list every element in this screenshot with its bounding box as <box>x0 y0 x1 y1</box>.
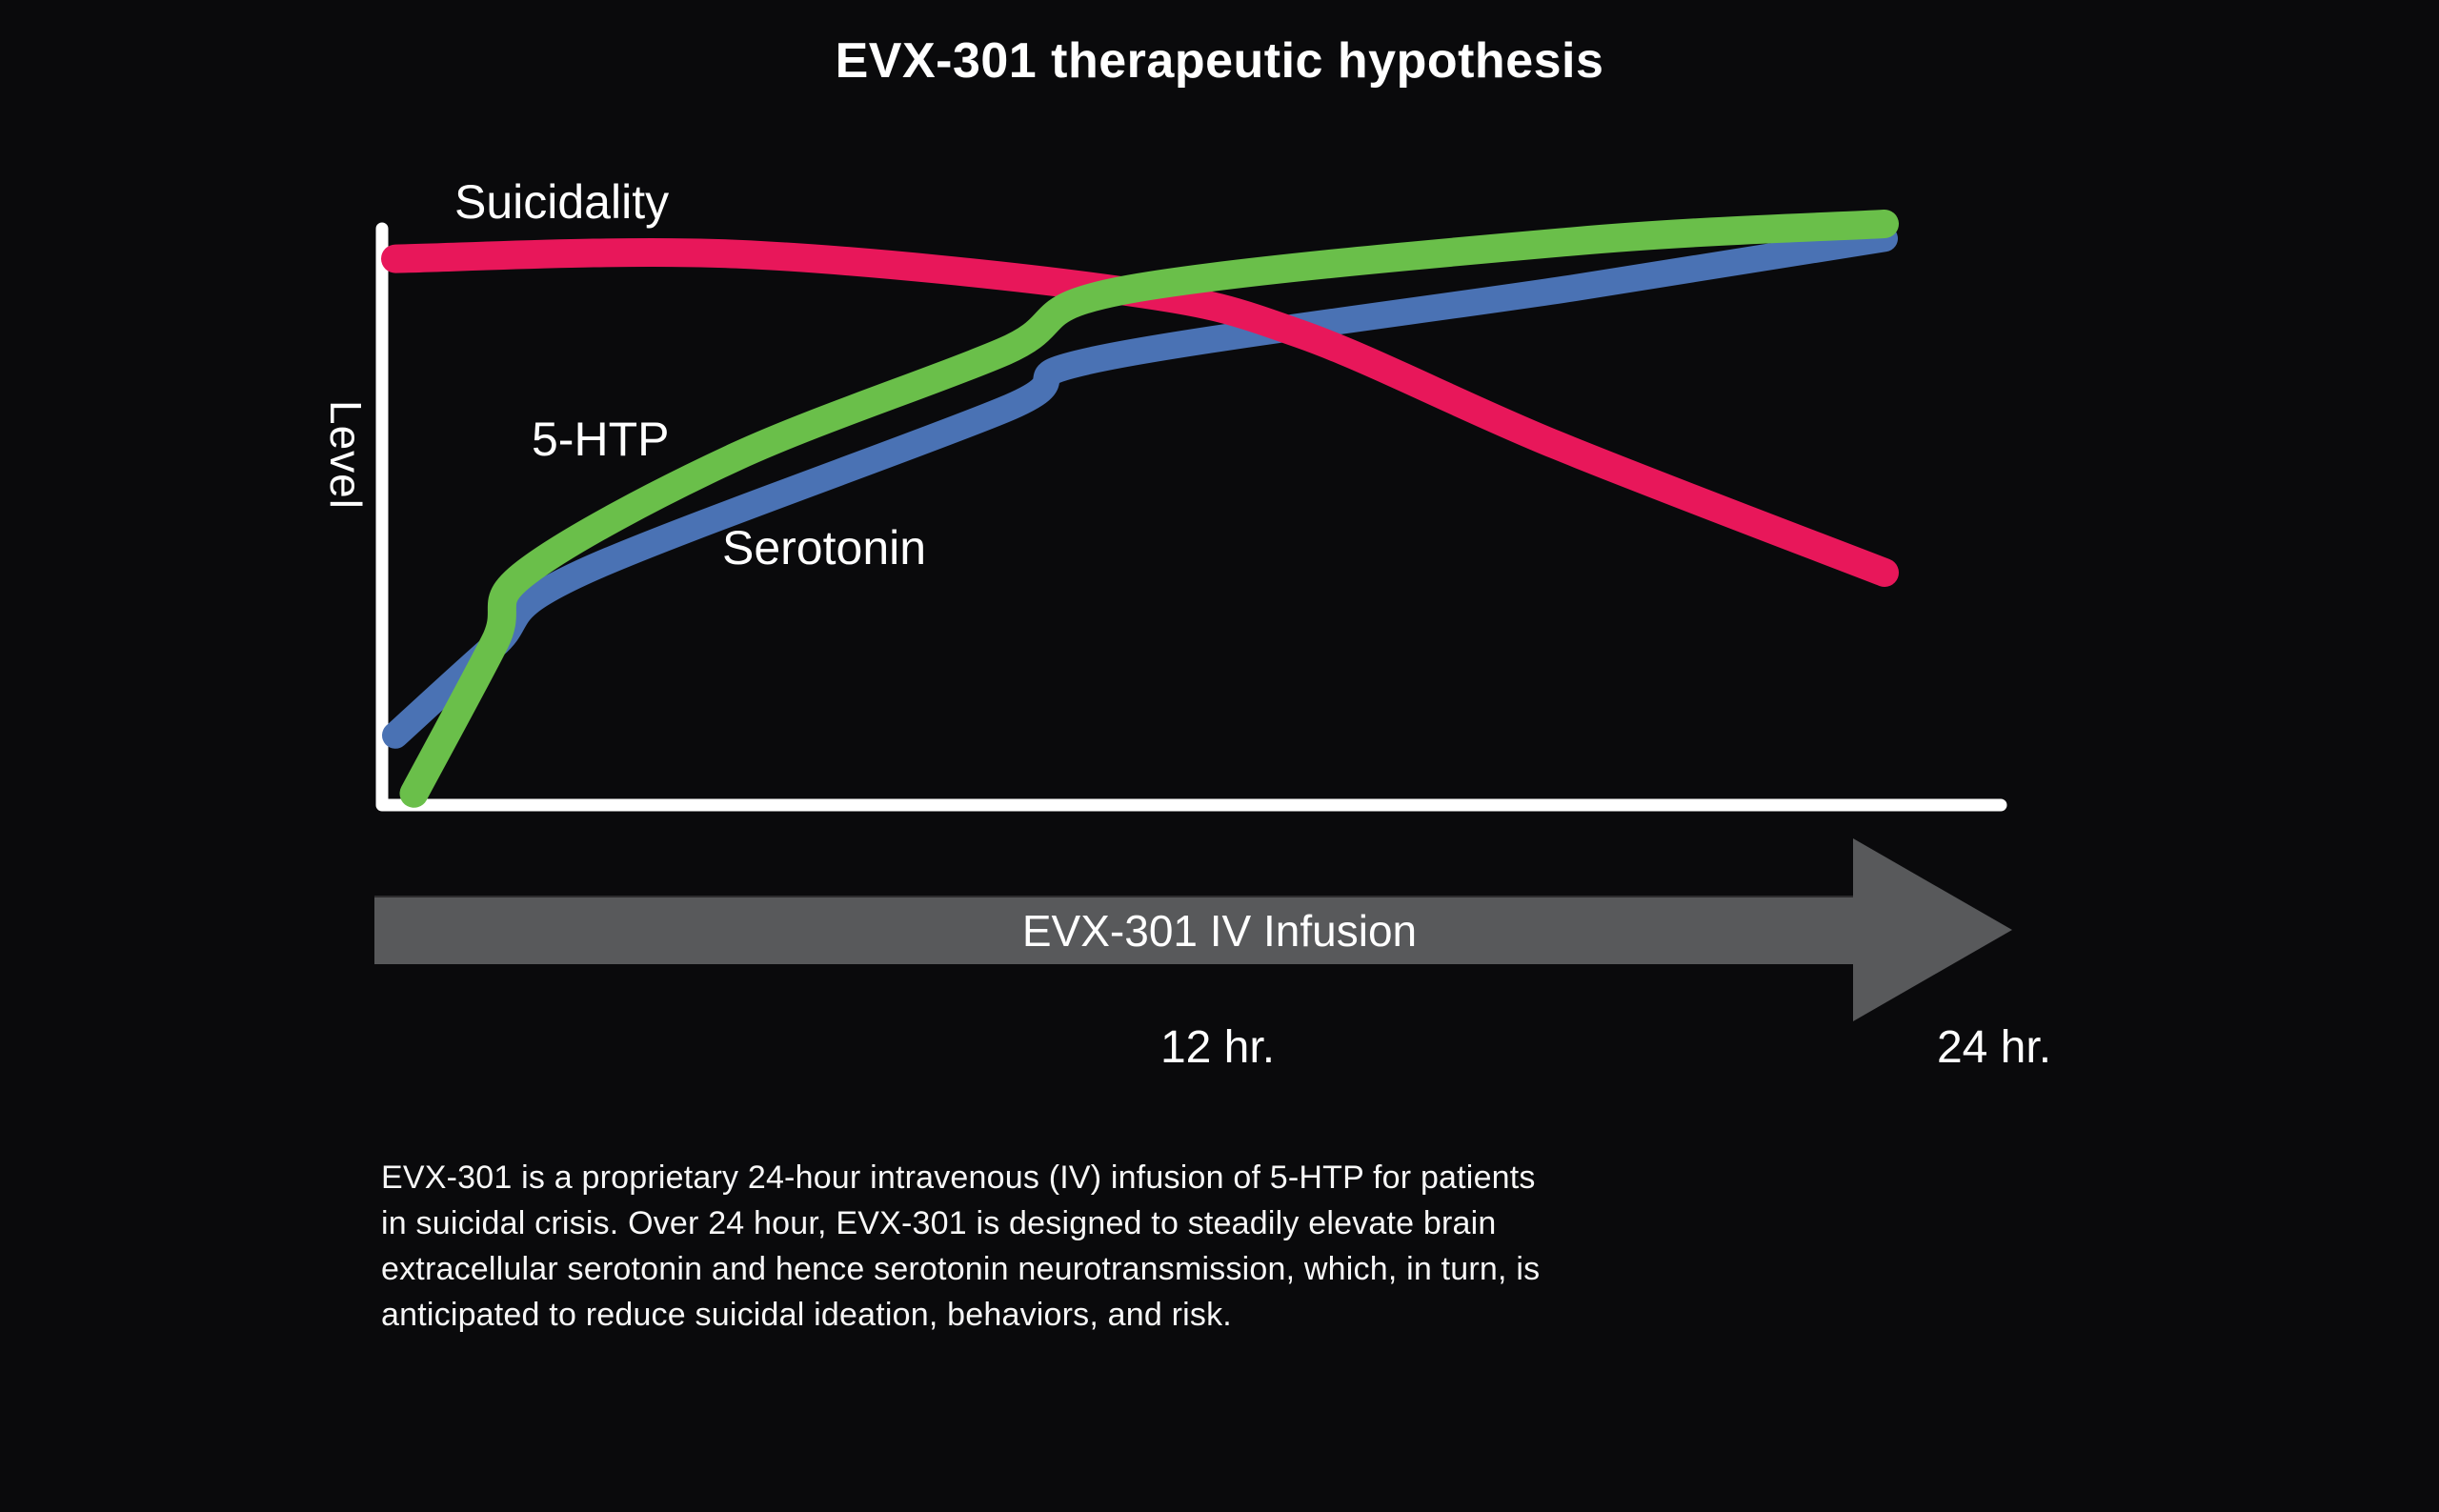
y-axis-label: Level <box>321 400 371 510</box>
description-line: extracellular serotonin and hence seroto… <box>381 1251 1541 1287</box>
x-tick-24hr: 24 hr. <box>1936 1022 2052 1073</box>
axis-lines <box>375 222 2007 812</box>
curves-group <box>381 210 1899 808</box>
suicidality-curve <box>381 237 1899 587</box>
description-line: in suicidal crisis. Over 24 hour, EVX-30… <box>381 1205 1497 1241</box>
serotonin-curve-label: Serotonin <box>722 521 927 575</box>
x-tick-12hr: 12 hr. <box>1159 1022 1276 1073</box>
5-htp-curve <box>399 210 1899 808</box>
infusion-arrow-label: EVX-301 IV Infusion <box>1021 906 1418 956</box>
infusion-arrow-bar <box>374 897 1853 964</box>
infusion-arrow-head-icon <box>1853 838 2012 1021</box>
5htp-curve-label: 5-HTP <box>532 413 670 466</box>
suicidality-curve-label: Suicidality <box>454 175 670 229</box>
page-title: EVX-301 therapeutic hypothesis <box>835 33 1604 89</box>
description-line: EVX-301 is a proprietary 24-hour intrave… <box>381 1159 1536 1196</box>
description-paragraph: EVX-301 is a proprietary 24-hour intrave… <box>381 1155 1982 1338</box>
description-line: anticipated to reduce suicidal ideation,… <box>381 1297 1232 1333</box>
